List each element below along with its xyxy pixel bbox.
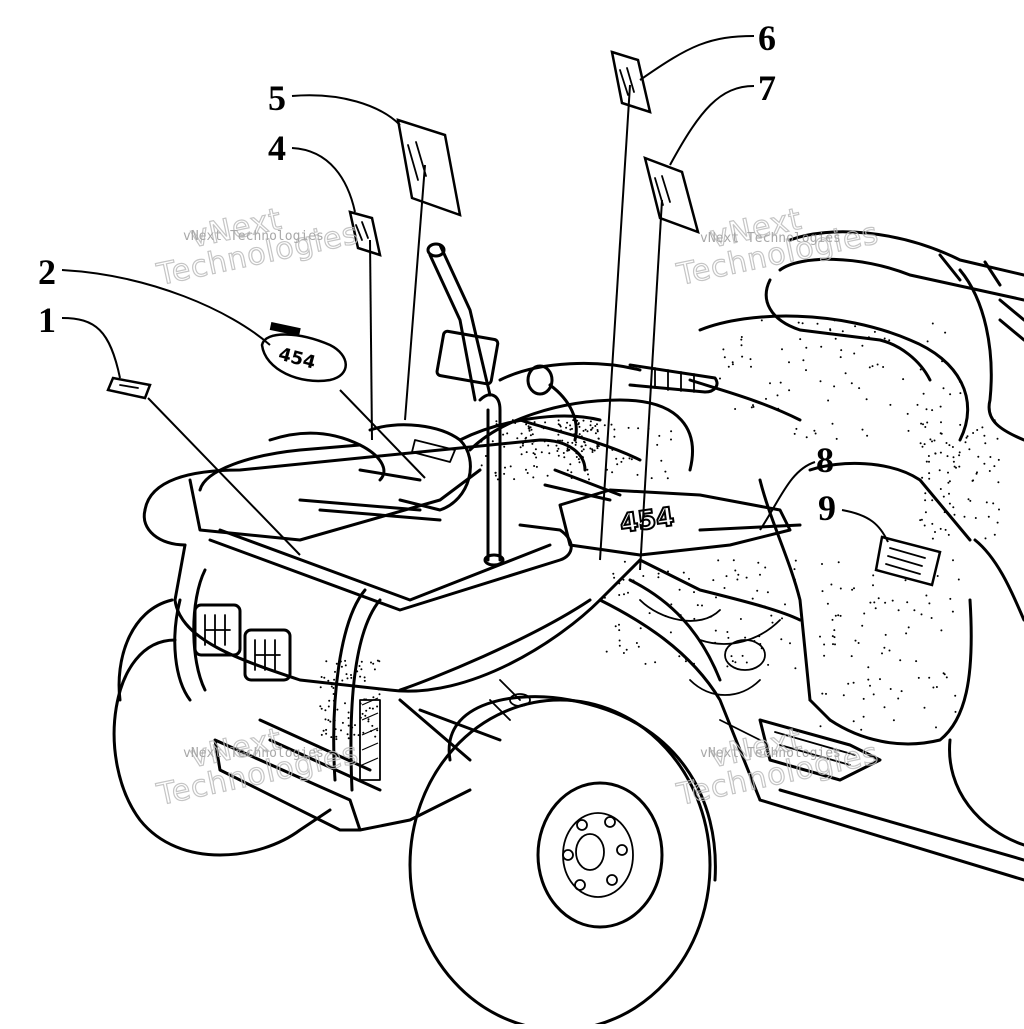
leader-7 [669,85,755,166]
leader-5-target [404,164,426,421]
decal-1-shape [106,376,152,400]
rear-right-tire [408,698,712,1029]
callout-4: 4 [268,128,286,168]
tail-light-right [243,628,292,682]
decal-2-shape: 454 [260,321,347,383]
callout-9: 9 [818,488,836,528]
atv-body-drawing: 454 [112,230,1024,1029]
watermarks: vNext Technologies vNext Technologies vN… [153,201,883,814]
callout-5: 5 [268,78,286,118]
leader-1 [61,317,121,379]
leader-7-target [639,199,663,571]
callout-numbers: 1 2 4 5 6 7 8 9 [38,18,836,528]
wheel-hub [536,781,664,929]
leader-4 [291,147,356,213]
watermark-small-bottom-left: vNext Technologies [183,746,324,761]
decal-5-shape [396,118,462,217]
tail-light-left [193,603,242,657]
watermark-small-top-left: vNext Technologies [183,229,324,244]
leader-1-target [147,397,301,556]
watermark-small-bottom-right: vNext Technologies [700,746,841,761]
leader-lines [61,35,889,571]
decal-7-shape [643,155,700,235]
leader-6 [639,35,755,81]
leader-6-target [599,84,631,561]
handlebar-right [498,361,642,382]
leader-5 [291,94,401,126]
body-texture [319,319,1000,741]
rear-bumper-frame [213,738,362,832]
rear-left-tire [112,638,332,857]
front-rack [788,230,1024,277]
callout-1: 1 [38,300,56,340]
leader-8 [759,461,816,531]
fuel-tank [468,398,694,472]
callout-7: 7 [758,68,776,108]
decal-4-shape [348,210,382,257]
leader-9 [841,509,889,543]
callout-6: 6 [758,18,776,58]
leader-2-target [339,389,426,479]
callout-2: 2 [38,252,56,292]
front-fender [698,314,970,442]
callout-8: 8 [816,440,834,480]
handlebar-left [428,253,477,402]
side-graphic-number: 454 [618,502,676,539]
leader-2 [61,269,271,346]
decal-parts: 454 [106,50,942,587]
footrest [758,718,882,782]
watermark-small-top-right: vNext Technologies [700,231,841,246]
speedometer [435,329,500,386]
leader-4-target [369,239,373,441]
